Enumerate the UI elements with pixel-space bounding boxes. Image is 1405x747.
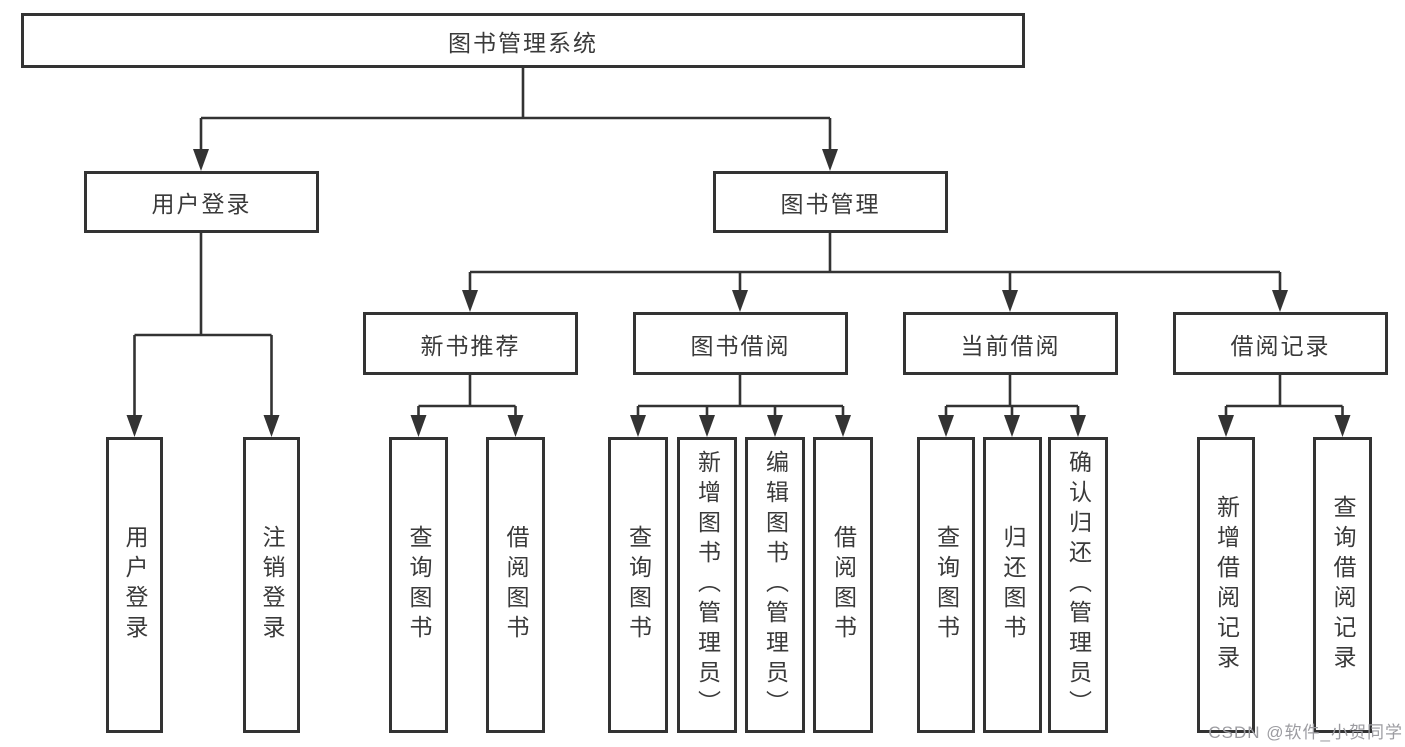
node-new-book-recommend-group: 新书推荐	[363, 312, 578, 375]
node-borrow-record-group: 借阅记录	[1173, 312, 1388, 375]
leaf-add-book-admin: 新增图书（管理员）	[677, 437, 737, 733]
node-user-login-branch: 用户登录	[84, 171, 319, 233]
node-label: 借阅记录	[1230, 332, 1331, 359]
leaf-label: 归还图书	[1000, 525, 1026, 645]
node-label: 图书管理系统	[448, 29, 598, 56]
leaf-label: 确认归还（管理员）	[1065, 450, 1092, 720]
leaf-label: 查询借阅记录	[1330, 495, 1356, 675]
leaf-query-books-borrow: 查询图书	[608, 437, 668, 733]
leaf-label: 注销登录	[259, 525, 285, 645]
node-label: 图书管理	[780, 191, 881, 217]
leaf-add-borrow-record: 新增借阅记录	[1197, 437, 1255, 733]
leaf-label: 编辑图书（管理员）	[762, 450, 789, 720]
leaf-label: 借阅图书	[830, 525, 857, 645]
leaf-borrow-books-recommend: 借阅图书	[486, 437, 545, 733]
node-label: 新书推荐	[420, 332, 521, 359]
csdn-watermark: CSDN @软件_小贺同学	[1208, 723, 1403, 742]
connector-trunks	[134, 68, 1343, 408]
leaf-logout: 注销登录	[243, 437, 300, 733]
leaf-label: 新增借阅记录	[1213, 495, 1240, 675]
node-root-library-management-system: 图书管理系统	[21, 13, 1025, 68]
leaf-confirm-return-admin: 确认归还（管理员）	[1048, 437, 1108, 733]
leaf-label: 查询图书	[625, 525, 652, 645]
leaf-return-book: 归还图书	[983, 437, 1042, 733]
node-book-management-branch: 图书管理	[713, 171, 948, 233]
node-label: 当前借阅	[960, 332, 1061, 359]
leaf-label: 查询图书	[406, 525, 432, 645]
leaf-label: 查询图书	[933, 525, 960, 645]
leaf-borrow-books: 借阅图书	[813, 437, 873, 733]
node-book-borrow-group: 图书借阅	[633, 312, 848, 375]
leaf-label: 用户登录	[122, 525, 148, 645]
leaf-query-books-recommend: 查询图书	[389, 437, 448, 733]
node-label: 图书借阅	[690, 332, 791, 359]
leaf-label: 新增图书（管理员）	[694, 450, 721, 720]
node-label: 用户登录	[151, 191, 252, 217]
leaf-query-books-current: 查询图书	[917, 437, 975, 733]
leaf-edit-book-admin: 编辑图书（管理员）	[745, 437, 805, 733]
node-current-borrow-group: 当前借阅	[903, 312, 1118, 375]
connector-arrows	[126, 118, 1351, 437]
leaf-label: 借阅图书	[503, 525, 529, 645]
leaf-user-login: 用户登录	[106, 437, 163, 733]
leaf-query-borrow-record: 查询借阅记录	[1313, 437, 1372, 733]
